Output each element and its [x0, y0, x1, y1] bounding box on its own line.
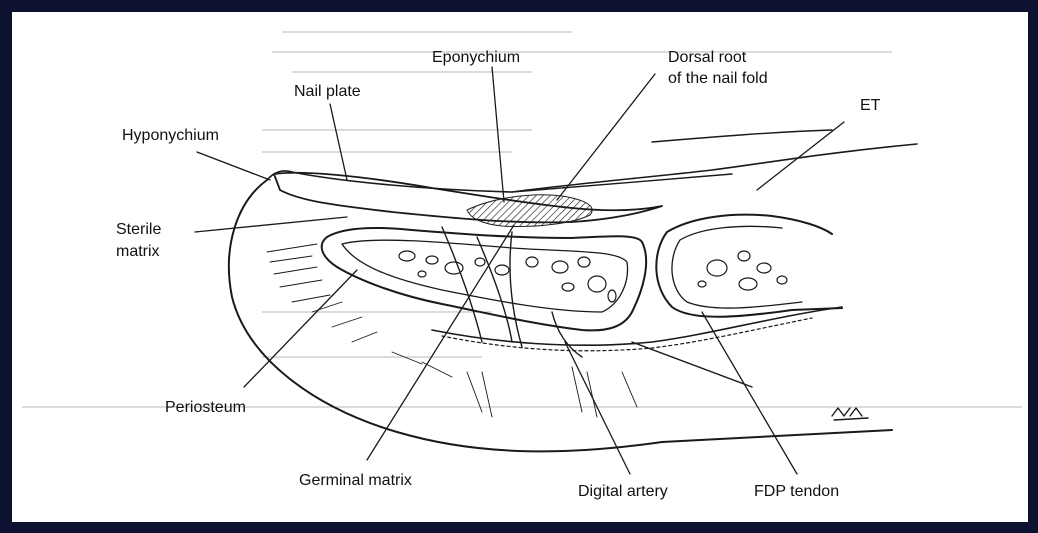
- middle-phalanx: [656, 215, 842, 317]
- fingertip-anatomy-diagram: Eponychium Dorsal root of the nail fold …: [12, 12, 1028, 522]
- trabecular-bone-pattern: [399, 251, 787, 302]
- label-germinal-matrix: Germinal matrix: [299, 472, 412, 489]
- label-nail-plate: Nail plate: [294, 83, 361, 100]
- middle-phalanx-inner: [672, 226, 802, 308]
- figure-panel: Eponychium Dorsal root of the nail fold …: [12, 12, 1028, 522]
- label-fdp-tendon: FDP tendon: [754, 483, 839, 500]
- label-et: ET: [860, 97, 881, 114]
- distal-phalanx: [322, 228, 646, 330]
- nail-plate: [274, 173, 662, 223]
- label-dorsal-root-line1: Dorsal root: [668, 49, 747, 66]
- label-dorsal-root-line2: of the nail fold: [668, 70, 768, 87]
- finger-dorsal-skin: [267, 144, 917, 192]
- label-sterile-line2: matrix: [116, 243, 160, 260]
- leader-lines: [195, 67, 844, 474]
- dorsal-skin-crease: [512, 130, 832, 192]
- distal-phalanx-inner: [342, 240, 628, 312]
- label-digital-artery: Digital artery: [578, 483, 668, 500]
- fdp-tendon-line: [432, 307, 842, 345]
- label-hyponychium: Hyponychium: [122, 127, 219, 144]
- artist-signature: [832, 408, 868, 420]
- label-eponychium: Eponychium: [432, 49, 520, 66]
- label-sterile-line1: Sterile: [116, 221, 161, 238]
- label-periosteum: Periosteum: [165, 399, 246, 416]
